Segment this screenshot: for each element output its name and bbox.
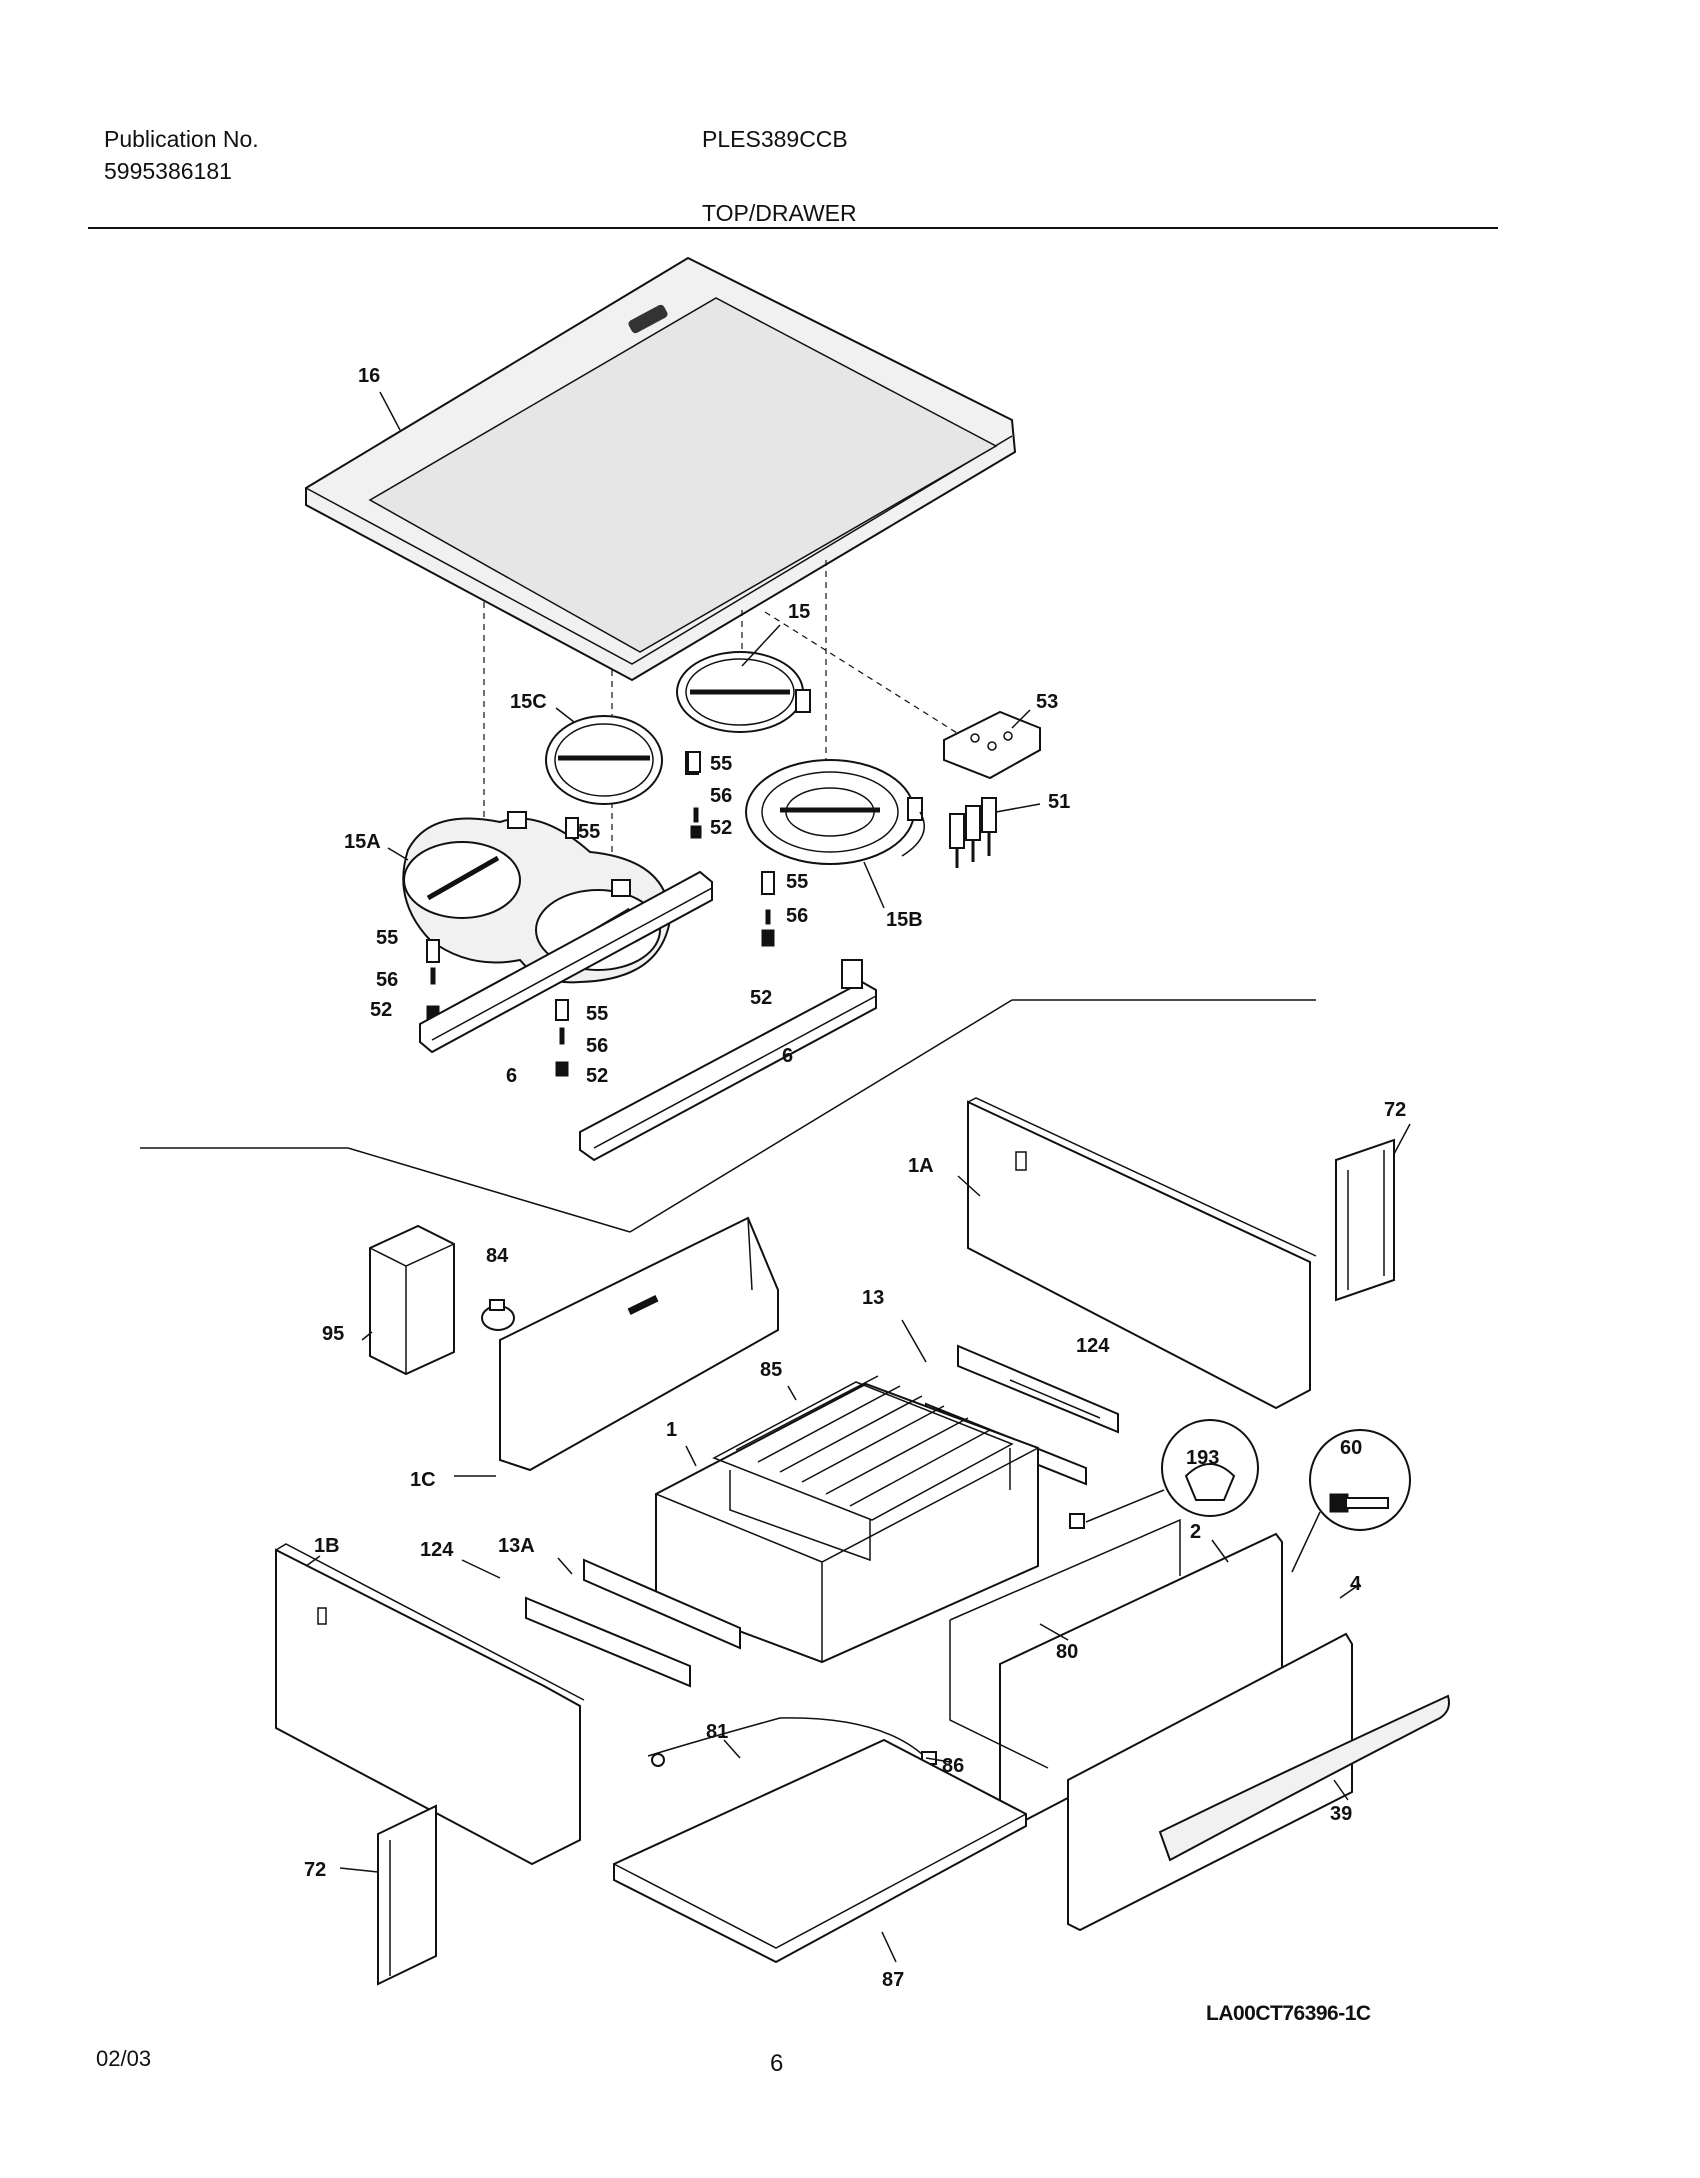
dual-element-15a xyxy=(402,811,672,984)
callout-60: 60 xyxy=(1340,1437,1362,1459)
side-panel-1b xyxy=(275,1543,585,1866)
callout-124a: 124 xyxy=(1076,1335,1110,1357)
callout-81: 81 xyxy=(706,1721,728,1743)
callout-56b: 56 xyxy=(786,905,808,927)
bracket-72-top xyxy=(1335,1138,1395,1302)
callout-13: 13 xyxy=(862,1287,884,1309)
support-bracket-6-right xyxy=(579,959,877,1162)
callout-13a: 13A xyxy=(498,1535,535,1557)
publication-label: Publication No. xyxy=(104,126,259,152)
callout-124b: 124 xyxy=(420,1539,454,1561)
slide-rail-124-lower xyxy=(525,1596,691,1688)
callout-15: 15 xyxy=(788,601,810,623)
callout-52b: 52 xyxy=(750,987,772,1009)
callout-52c: 52 xyxy=(370,999,392,1021)
callout-52d: 52 xyxy=(586,1065,608,1087)
diagram-code: LA00CT76396-1C xyxy=(1206,2002,1371,2025)
support-bracket-6-left xyxy=(419,870,713,1054)
callout-53: 53 xyxy=(1036,691,1058,713)
bumper-193-callout xyxy=(1069,1419,1259,1529)
callout-55a: 55 xyxy=(710,753,732,775)
clip-84 xyxy=(481,1299,515,1331)
callout-15a: 15A xyxy=(344,831,381,853)
bracket-72-bottom xyxy=(377,1804,437,1986)
callout-2: 2 xyxy=(1190,1521,1201,1543)
rear-panel-1c xyxy=(499,1216,779,1472)
callout-6a: 6 xyxy=(506,1065,517,1087)
callout-56a: 56 xyxy=(710,785,732,807)
callout-15c: 15C xyxy=(510,691,547,713)
callout-1: 1 xyxy=(666,1419,677,1441)
leader-lines xyxy=(305,391,1411,1963)
callout-4: 4 xyxy=(1350,1573,1362,1595)
hardware-stacks xyxy=(426,751,775,1077)
callout-6b: 6 xyxy=(782,1045,793,1067)
slide-rail-124 xyxy=(957,1344,1119,1434)
callout-51: 51 xyxy=(1048,791,1070,813)
callout-1a: 1A xyxy=(908,1155,934,1177)
section-title: TOP/DRAWER xyxy=(702,200,857,226)
footer-date: 02/03 xyxy=(96,2046,152,2071)
callout-56d: 56 xyxy=(586,1035,608,1057)
heating-element-80 xyxy=(949,1518,1181,1769)
callout-15b: 15B xyxy=(886,909,923,931)
callout-86: 86 xyxy=(942,1755,964,1777)
drawer-bottom-87 xyxy=(613,1738,1027,1964)
callout-80: 80 xyxy=(1056,1641,1078,1663)
side-panel-1a xyxy=(967,1097,1317,1410)
callout-95: 95 xyxy=(322,1323,344,1345)
terminal-block-51 xyxy=(949,797,997,868)
callout-55c: 55 xyxy=(786,871,808,893)
callout-85: 85 xyxy=(760,1359,782,1381)
bracket-53 xyxy=(943,710,1041,780)
page-number: 6 xyxy=(770,2050,784,2077)
callout-1b: 1B xyxy=(314,1535,340,1557)
callout-56c: 56 xyxy=(376,969,398,991)
callout-87: 87 xyxy=(882,1969,904,1991)
callout-1c: 1C xyxy=(410,1469,436,1491)
slide-rail-13a xyxy=(583,1558,741,1650)
header-rule xyxy=(88,227,1498,229)
callout-55e: 55 xyxy=(586,1003,608,1025)
drawer-front-4 xyxy=(1067,1632,1353,1932)
box-95 xyxy=(369,1224,455,1376)
callout-52a: 52 xyxy=(710,817,732,839)
cooktop-glass-part xyxy=(305,256,1017,682)
callout-55b: 55 xyxy=(578,821,600,843)
publication-number: 5995386181 xyxy=(104,158,232,184)
callout-72a: 72 xyxy=(1384,1099,1406,1121)
warming-rack-85 xyxy=(712,1375,1014,1562)
callout-16: 16 xyxy=(358,365,380,387)
callout-55d: 55 xyxy=(376,927,398,949)
callout-84: 84 xyxy=(486,1245,509,1267)
surface-element-15 xyxy=(676,651,811,733)
surface-element-15c xyxy=(545,715,699,805)
model-number: PLES389CCB xyxy=(702,126,848,152)
callout-72b: 72 xyxy=(304,1859,326,1881)
callout-193: 193 xyxy=(1186,1447,1219,1469)
screw-60-callout xyxy=(1291,1429,1411,1573)
callout-39: 39 xyxy=(1330,1803,1352,1825)
drawer-handle-39 xyxy=(1158,1694,1450,1862)
surface-element-15b xyxy=(745,759,925,865)
